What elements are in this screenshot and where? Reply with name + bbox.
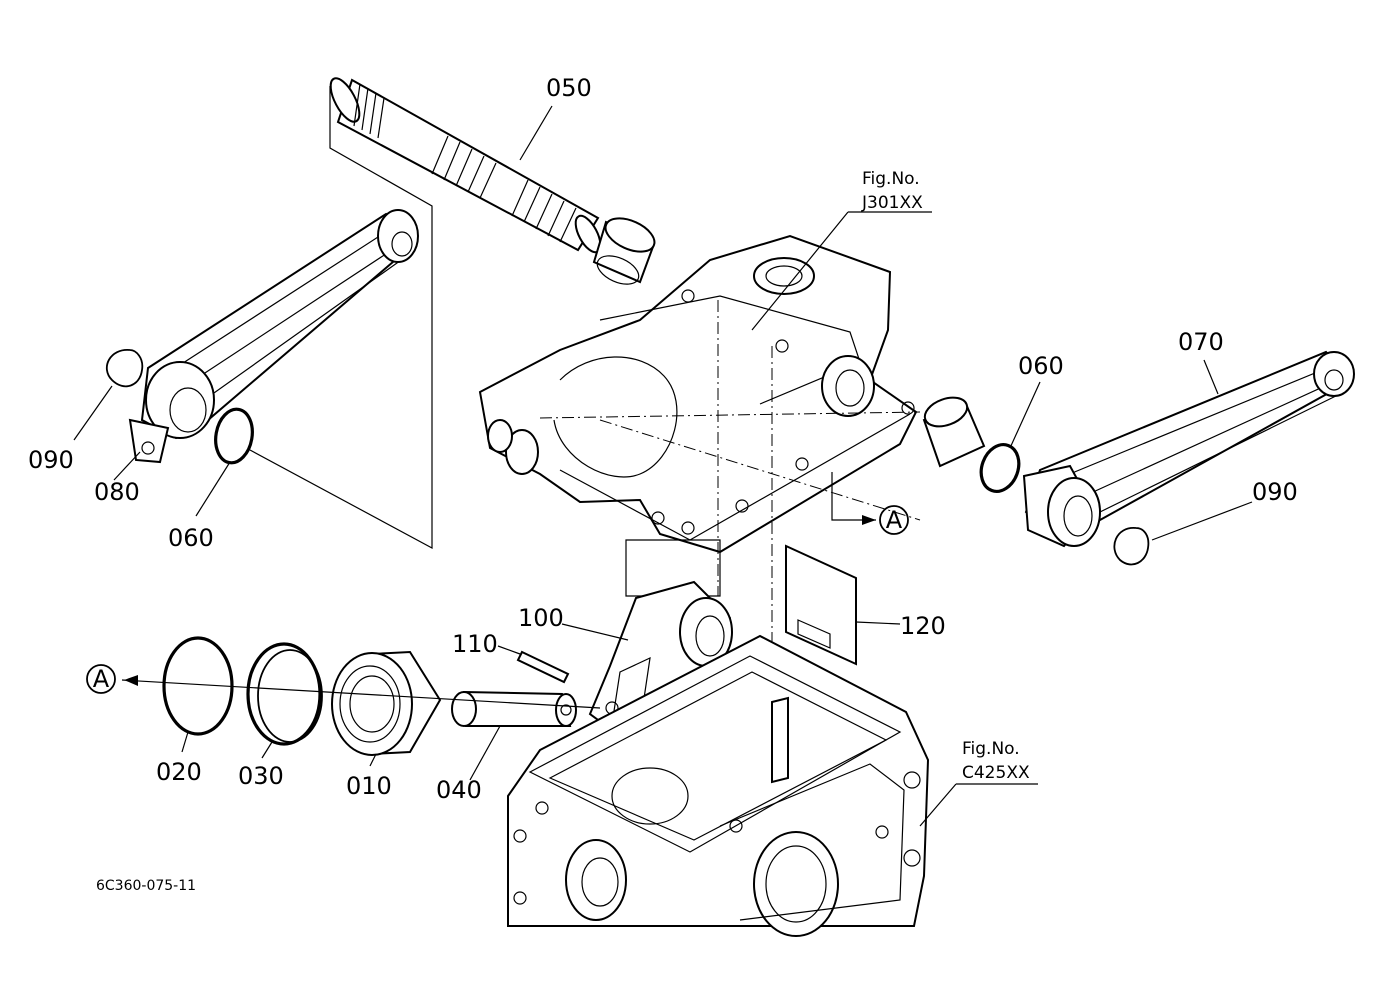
label-100: 100: [518, 604, 564, 632]
callout-a-right: A: [886, 506, 903, 534]
label-090-right: 090: [1252, 478, 1298, 506]
callout-circle-a-right: [879, 505, 909, 535]
piston-040: [451, 690, 577, 727]
cylinder-010: [331, 650, 442, 756]
fig-ref-lower-title: Fig.No.: [962, 739, 1020, 759]
bushing-upper: [592, 217, 656, 285]
label-120: 120: [900, 612, 946, 640]
reference-line-a-left: [121, 679, 601, 709]
arrow-a-right: [862, 515, 876, 525]
leader-070: [1203, 359, 1219, 395]
centerline-diagonal: [599, 419, 921, 521]
plate-120: [785, 544, 857, 666]
label-110: 110: [452, 630, 498, 658]
lift-arm-left-080: [128, 209, 419, 464]
reference-line-a-right: [831, 472, 876, 521]
leader-fig-lower: [919, 783, 1038, 827]
assembly-bracket-line: [249, 86, 433, 550]
callout-a-left: A: [93, 665, 110, 693]
leader-060-left: [195, 461, 231, 517]
leader-100: [561, 623, 629, 641]
lift-arm-100: [588, 580, 733, 744]
fig-ref-lower-code: C425XX: [962, 763, 1030, 783]
leader-050: [519, 105, 553, 161]
label-030: 030: [238, 762, 284, 790]
snap-ring-left-090: [106, 349, 144, 388]
leader-080: [113, 451, 141, 481]
callout-circle-a-left: [86, 664, 116, 694]
fig-ref-upper-code: J301XX: [861, 193, 923, 213]
leader-110: [497, 645, 521, 655]
transmission-case: [507, 634, 930, 937]
gasket-outline: [625, 539, 721, 597]
label-020: 020: [156, 758, 202, 786]
label-040: 040: [436, 776, 482, 804]
label-060-right: 060: [1018, 352, 1064, 380]
centerline-shaft: [539, 411, 921, 419]
label-090-left: 090: [28, 446, 74, 474]
fig-ref-upper-title: Fig.No.: [862, 169, 920, 189]
label-060-left: 060: [168, 524, 214, 552]
pin-110: [516, 650, 570, 684]
leader-020: [181, 731, 189, 753]
bushing-right: [922, 396, 986, 468]
leader-090-right: [1151, 501, 1253, 541]
arrow-a-left: [124, 675, 138, 686]
snap-ring-right-090: [1113, 527, 1150, 566]
leader-060-right: [1009, 381, 1041, 449]
label-010: 010: [346, 772, 392, 800]
hydraulic-cover: [478, 234, 918, 554]
leader-040: [469, 725, 501, 781]
leader-010: [369, 753, 377, 767]
leader-120: [855, 621, 901, 625]
drawing-code: 6C360-075-11: [96, 878, 196, 894]
backup-ring-030: [246, 642, 323, 746]
leader-fig-upper: [751, 211, 932, 331]
leader-090-left: [73, 385, 113, 441]
label-070: 070: [1178, 328, 1224, 356]
label-080: 080: [94, 478, 140, 506]
o-ring-left-060: [214, 407, 254, 465]
label-050: 050: [546, 74, 592, 102]
o-ring-right-060: [979, 443, 1021, 493]
lift-arm-right-070: [1022, 350, 1355, 548]
leader-030: [261, 741, 273, 759]
